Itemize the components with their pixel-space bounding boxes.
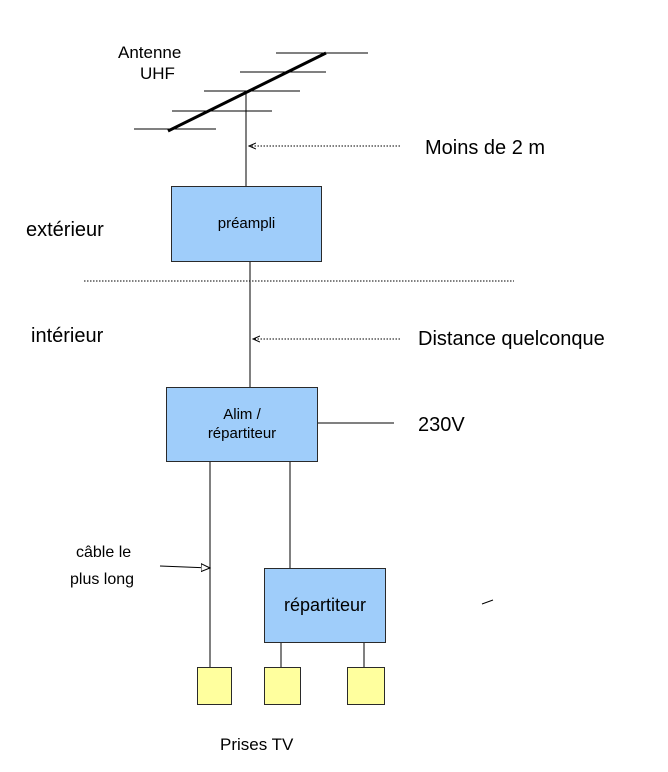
preamp-box: préampli: [171, 186, 322, 262]
psu-label-line1: Alim /: [223, 405, 261, 423]
tv-outlet-2: [264, 667, 301, 705]
exterior-zone-label: extérieur: [26, 219, 104, 241]
tv-outlets-label: Prises TV: [220, 735, 294, 754]
longest-cable-label-line1: câble le: [76, 544, 132, 561]
longest-cable-pointer: [159, 566, 210, 568]
preamp-label: préampli: [217, 214, 276, 232]
psu-label-line2: répartiteur: [207, 424, 277, 442]
splitter-label: répartiteur: [283, 595, 367, 616]
tv-outlet-3: [347, 667, 385, 705]
mains-label: 230V: [418, 414, 465, 436]
longest-cable-label-line2: plus long: [70, 571, 135, 588]
interior-zone-label: intérieur: [31, 325, 104, 347]
any-distance-label: Distance quelconque: [418, 328, 605, 350]
splitter-box: répartiteur: [264, 568, 386, 643]
antenna-label-line1: Antenne: [118, 43, 182, 62]
antenna-label-line2: UHF: [140, 64, 175, 83]
psu-splitter-box: Alim / répartiteur: [166, 387, 318, 462]
stray-mark: [481, 599, 494, 605]
uhf-antenna-icon: [134, 51, 368, 133]
tv-outlet-1: [197, 667, 232, 705]
short-cable-label: Moins de 2 m: [425, 137, 546, 159]
